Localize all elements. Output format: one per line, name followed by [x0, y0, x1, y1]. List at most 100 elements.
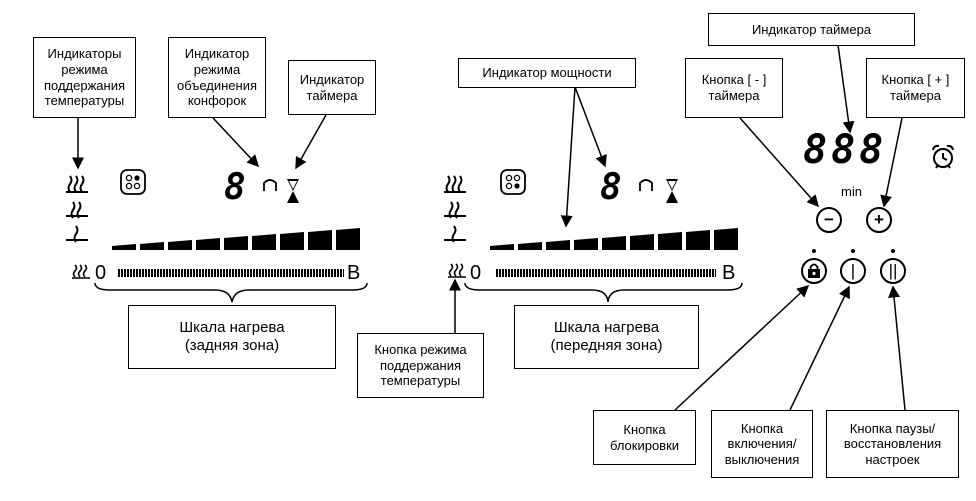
- power-level-segment: [280, 232, 304, 250]
- heat-scale-tick: [262, 269, 264, 277]
- heat-scale-tick: [583, 269, 585, 277]
- heat-scale-tick: [301, 269, 303, 277]
- heat-scale-tick: [127, 269, 129, 277]
- heat-scale-tick: [700, 269, 702, 277]
- heat-scale-tick: [133, 269, 135, 277]
- heat-scale-tick: [277, 269, 279, 277]
- heat-scale-tick: [205, 269, 207, 277]
- heat-scale-tick: [325, 269, 327, 277]
- keep-warm-icon[interactable]: [446, 262, 468, 280]
- timer-plus-button[interactable]: +: [866, 207, 892, 233]
- power-level-segment: [602, 236, 626, 250]
- keepwarm-button-ref: [446, 262, 468, 286]
- heat-scale-tick: [202, 269, 204, 277]
- heat-scale-tick: [673, 269, 675, 277]
- lock-led: [812, 249, 816, 253]
- pause-button[interactable]: ||: [880, 258, 906, 284]
- power-level-bars-rear: [112, 228, 360, 250]
- heat-scale-tick: [694, 269, 696, 277]
- heat-scale-tick: [259, 269, 261, 277]
- heat-scale-tick: [643, 269, 645, 277]
- heat-scale-tick: [502, 269, 504, 277]
- heat-scale-tick: [124, 269, 126, 277]
- heat-scale-tick: [523, 269, 525, 277]
- heat-scale-tick: [688, 269, 690, 277]
- heat-scale-tick: [196, 269, 198, 277]
- heat-scale-tick: [256, 269, 258, 277]
- heat-scale-tick: [616, 269, 618, 277]
- heat-scale-tick: [520, 269, 522, 277]
- heat-scale-tick: [709, 269, 711, 277]
- heat-scale-tick: [580, 269, 582, 277]
- heat-scale-tick: [685, 269, 687, 277]
- heat-scale-tick: [253, 269, 255, 277]
- lock-icon: [808, 263, 820, 278]
- left-zone-display: 8: [224, 167, 247, 208]
- heat-scale-tick: [163, 269, 165, 277]
- heat-scale-tick: [151, 269, 153, 277]
- merge-indicator-label: Индикатор режима объединения конфорок: [168, 37, 266, 118]
- heat-scale-tick: [508, 269, 510, 277]
- power-level-segment: [630, 234, 654, 250]
- heat-scale-tick: [562, 269, 564, 277]
- heat-scale-tick: [574, 269, 576, 277]
- scale-front-label: Шкала нагрева (передняя зона): [514, 305, 699, 369]
- heat-scale-tick: [217, 269, 219, 277]
- temp-indicators-label: Индикаторы режима поддержания температур…: [33, 37, 136, 118]
- heat-scale-tick: [223, 269, 225, 277]
- heat-scale-tick: [526, 269, 528, 277]
- heat-scale-tick: [244, 269, 246, 277]
- scale-rear-label: Шкала нагрева (задняя зона): [128, 305, 336, 369]
- lock-button[interactable]: [801, 258, 827, 284]
- heat-scale-tick: [343, 269, 344, 277]
- heat-scale-tick: [178, 269, 180, 277]
- heat-scale-tick: [268, 269, 270, 277]
- heat-scale-tick: [130, 269, 132, 277]
- heat-scale-front: [496, 269, 716, 277]
- heat-scale-tick: [328, 269, 330, 277]
- heat-scale-tick: [514, 269, 516, 277]
- heat-scale-tick: [553, 269, 555, 277]
- heat-scale-tick: [628, 269, 630, 277]
- heat-scale-tick: [670, 269, 672, 277]
- heat-scale-tick: [715, 269, 716, 277]
- heat-scale-tick: [313, 269, 315, 277]
- heat-scale-tick: [160, 269, 162, 277]
- heat-scale-tick: [145, 269, 147, 277]
- heat-scale-tick: [559, 269, 561, 277]
- heat-scale-tick: [631, 269, 633, 277]
- heat-scale-tick: [676, 269, 678, 277]
- hourglass-icon: [287, 179, 299, 203]
- heat-scale-tick: [265, 269, 267, 277]
- timer-plus-label: Кнопка [ + ] таймера: [866, 58, 965, 118]
- front-scale-max: B: [722, 262, 736, 284]
- heat-scale-tick: [712, 269, 714, 277]
- heat-scale-tick: [337, 269, 339, 277]
- heat-scale-tick: [334, 269, 336, 277]
- heat-scale-tick: [625, 269, 627, 277]
- heat-scale-tick: [136, 269, 138, 277]
- power-level-segment: [112, 244, 136, 250]
- heat-scale-tick: [703, 269, 705, 277]
- heat-scale-tick: [169, 269, 171, 277]
- heat-scale-tick: [706, 269, 708, 277]
- hob-merge-icon: [500, 169, 526, 195]
- bridge-icon: [263, 179, 277, 191]
- heat-scale-tick: [139, 269, 141, 277]
- heat-scale-tick: [571, 269, 573, 277]
- power-button[interactable]: |: [840, 258, 866, 284]
- heat-scale-tick: [166, 269, 168, 277]
- power-button-label: Кнопка включения/ выключения: [711, 410, 813, 478]
- heat-scale-tick: [232, 269, 234, 277]
- heat-scale-tick: [271, 269, 273, 277]
- timer-minus-button[interactable]: −: [816, 207, 842, 233]
- heat-scale-tick: [595, 269, 597, 277]
- lock-button-label: Кнопка блокировки: [593, 410, 696, 465]
- heat-scale-tick: [283, 269, 285, 277]
- power-level-segment: [686, 230, 710, 250]
- heat-scale-tick: [655, 269, 657, 277]
- heat-scale-tick: [649, 269, 651, 277]
- heat-scale-tick: [289, 269, 291, 277]
- pause-button-label: Кнопка паузы/ восстановления настроек: [826, 410, 959, 478]
